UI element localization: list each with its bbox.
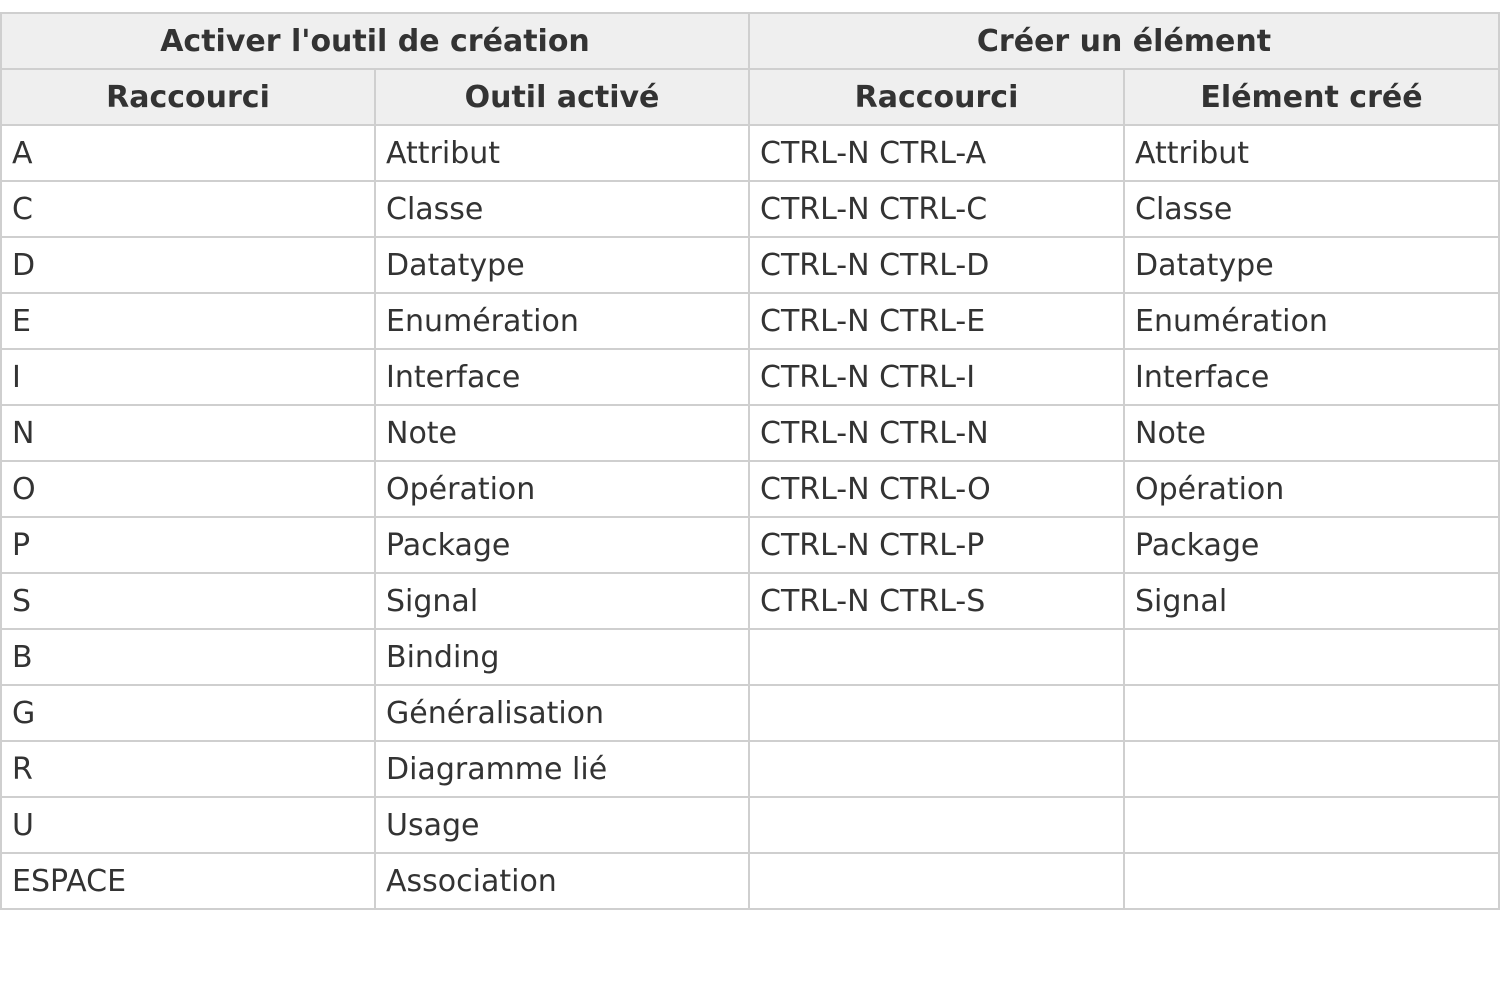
create-shortcut-cell (748, 740, 1125, 798)
create-shortcut-cell: CTRL-N CTRL-S (748, 572, 1125, 630)
table-row: B Binding (0, 628, 1500, 686)
create-shortcut-cell (748, 628, 1125, 686)
created-element-cell: Signal (1123, 572, 1500, 630)
activated-tool-cell: Interface (374, 348, 750, 406)
shortcuts-table: Activer l'outil de création Créer un élé… (0, 12, 1500, 910)
activated-tool-cell: Usage (374, 796, 750, 854)
create-shortcut-cell: CTRL-N CTRL-P (748, 516, 1125, 574)
shortcut-cell: ESPACE (0, 852, 376, 910)
activated-tool-cell: Opération (374, 460, 750, 518)
activated-tool-cell: Signal (374, 572, 750, 630)
table-row: ESPACE Association (0, 852, 1500, 910)
created-element-cell: Enumération (1123, 292, 1500, 350)
table-row: C Classe CTRL-N CTRL-C Classe (0, 180, 1500, 238)
column-header-created-element: Elément créé (1123, 68, 1500, 126)
shortcut-cell: N (0, 404, 376, 462)
table-row: O Opération CTRL-N CTRL-O Opération (0, 460, 1500, 518)
create-shortcut-cell: CTRL-N CTRL-D (748, 236, 1125, 294)
shortcut-cell: C (0, 180, 376, 238)
column-header-shortcut: Raccourci (0, 68, 376, 126)
activated-tool-cell: Diagramme lié (374, 740, 750, 798)
column-header-row: Raccourci Outil activé Raccourci Elément… (0, 68, 1500, 126)
shortcut-cell: E (0, 292, 376, 350)
created-element-cell (1123, 740, 1500, 798)
shortcut-cell: D (0, 236, 376, 294)
created-element-cell (1123, 684, 1500, 742)
create-shortcut-cell (748, 796, 1125, 854)
activated-tool-cell: Association (374, 852, 750, 910)
create-shortcut-cell: CTRL-N CTRL-I (748, 348, 1125, 406)
table-row: I Interface CTRL-N CTRL-I Interface (0, 348, 1500, 406)
created-element-cell (1123, 796, 1500, 854)
created-element-cell: Datatype (1123, 236, 1500, 294)
created-element-cell: Interface (1123, 348, 1500, 406)
created-element-cell: Note (1123, 404, 1500, 462)
table-row: R Diagramme lié (0, 740, 1500, 798)
table-row: N Note CTRL-N CTRL-N Note (0, 404, 1500, 462)
created-element-cell (1123, 628, 1500, 686)
table-row: P Package CTRL-N CTRL-P Package (0, 516, 1500, 574)
table-row: E Enumération CTRL-N CTRL-E Enumération (0, 292, 1500, 350)
group-header-activate-tool: Activer l'outil de création (0, 12, 750, 70)
group-header-row: Activer l'outil de création Créer un élé… (0, 12, 1500, 70)
shortcut-cell: I (0, 348, 376, 406)
column-header-shortcut: Raccourci (748, 68, 1125, 126)
activated-tool-cell: Attribut (374, 124, 750, 182)
created-element-cell: Package (1123, 516, 1500, 574)
create-shortcut-cell (748, 684, 1125, 742)
shortcut-cell: U (0, 796, 376, 854)
shortcut-cell: B (0, 628, 376, 686)
table-row: S Signal CTRL-N CTRL-S Signal (0, 572, 1500, 630)
created-element-cell: Opération (1123, 460, 1500, 518)
table-row: U Usage (0, 796, 1500, 854)
column-header-activated-tool: Outil activé (374, 68, 750, 126)
shortcut-cell: A (0, 124, 376, 182)
shortcut-cell: P (0, 516, 376, 574)
created-element-cell (1123, 852, 1500, 910)
created-element-cell: Attribut (1123, 124, 1500, 182)
activated-tool-cell: Classe (374, 180, 750, 238)
create-shortcut-cell: CTRL-N CTRL-A (748, 124, 1125, 182)
create-shortcut-cell: CTRL-N CTRL-O (748, 460, 1125, 518)
shortcut-cell: S (0, 572, 376, 630)
create-shortcut-cell (748, 852, 1125, 910)
created-element-cell: Classe (1123, 180, 1500, 238)
create-shortcut-cell: CTRL-N CTRL-N (748, 404, 1125, 462)
activated-tool-cell: Note (374, 404, 750, 462)
group-header-create-element: Créer un élément (748, 12, 1500, 70)
table-row: G Généralisation (0, 684, 1500, 742)
create-shortcut-cell: CTRL-N CTRL-C (748, 180, 1125, 238)
shortcut-cell: O (0, 460, 376, 518)
activated-tool-cell: Binding (374, 628, 750, 686)
table-row: D Datatype CTRL-N CTRL-D Datatype (0, 236, 1500, 294)
activated-tool-cell: Package (374, 516, 750, 574)
activated-tool-cell: Datatype (374, 236, 750, 294)
activated-tool-cell: Enumération (374, 292, 750, 350)
create-shortcut-cell: CTRL-N CTRL-E (748, 292, 1125, 350)
shortcut-cell: G (0, 684, 376, 742)
table-row: A Attribut CTRL-N CTRL-A Attribut (0, 124, 1500, 182)
activated-tool-cell: Généralisation (374, 684, 750, 742)
shortcut-cell: R (0, 740, 376, 798)
